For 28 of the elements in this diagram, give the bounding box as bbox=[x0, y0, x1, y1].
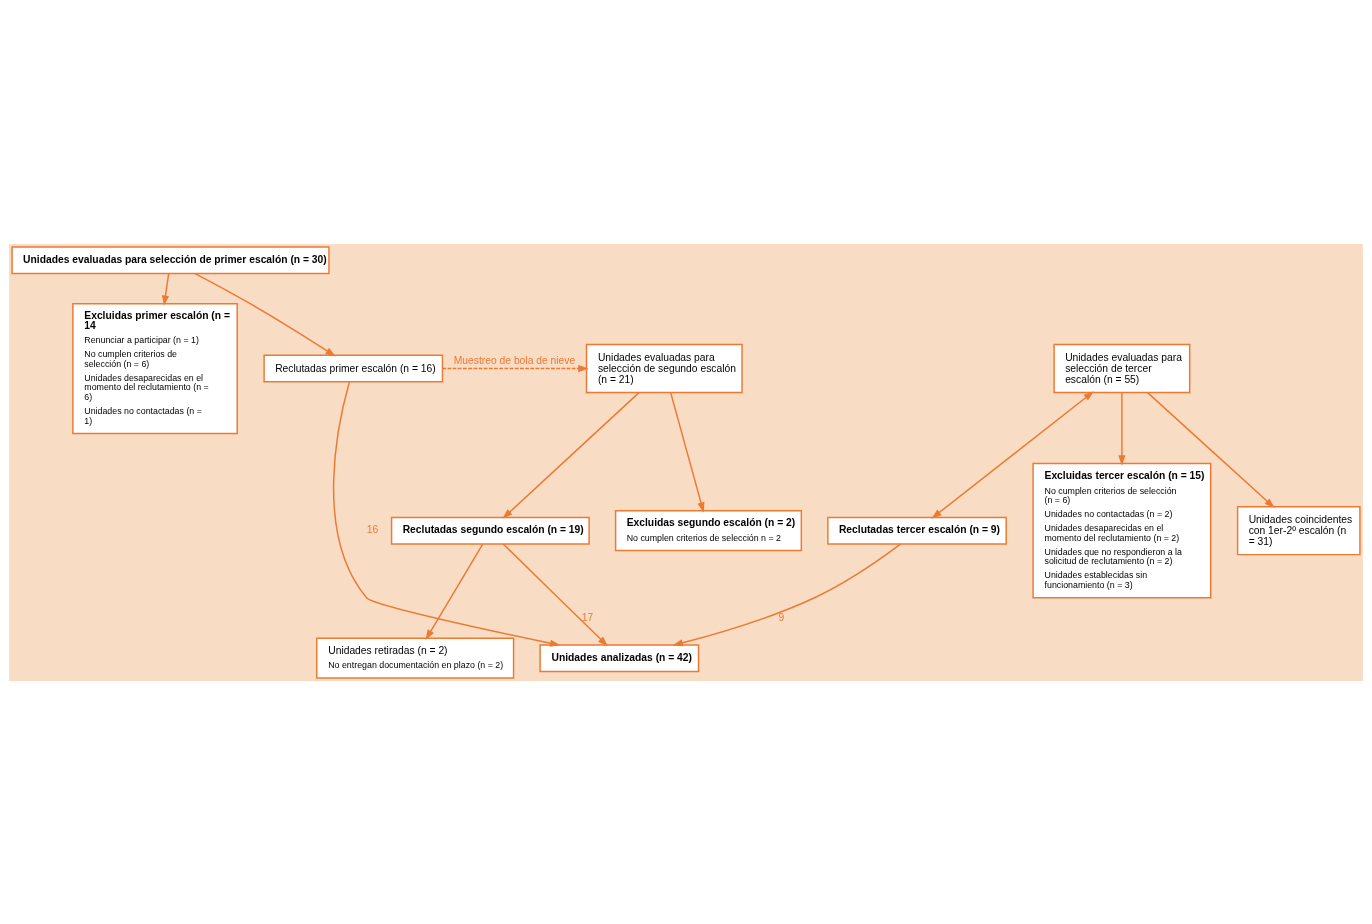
edge-label: 17 bbox=[581, 611, 594, 623]
arrow bbox=[194, 272, 336, 356]
node-box: Reclutadas tercer escalón (n = 9) bbox=[827, 516, 1007, 545]
node-box: Unidades evaluadas para selección de primer escalón (n = 30) bbox=[11, 245, 330, 274]
arrow bbox=[332, 380, 561, 647]
arrow bbox=[669, 391, 705, 513]
arrow bbox=[1146, 391, 1275, 508]
node-box: Reclutadas segundo escalón (n = 19) bbox=[390, 516, 590, 545]
node-box: Unidades evaluadas para selección de tercer escalón (n = 55) bbox=[1053, 343, 1191, 393]
edge-label: Muestreo de bola de nieve bbox=[453, 354, 576, 366]
arrow bbox=[672, 542, 902, 646]
arrow bbox=[425, 542, 484, 640]
arrow bbox=[502, 542, 608, 646]
arrow bbox=[161, 272, 170, 306]
node-box: Excluidas tercer escalón (n = 15) No cumplen criterios de selección (n = 6) Unidades no contactadas (n = 2) Unidades desaparecidas en el momento del reclutamiento (n = 2) Unidades que no respondieron a la solicitud de reclutamiento (n = 2) Unidades establecidas sin funcionamiento (n = 3) bbox=[1032, 462, 1212, 598]
node-box: Reclutadas primer escalón (n = 16) bbox=[263, 354, 444, 383]
node-box: Unidades evaluadas para selección de segundo escalón (n = 21) bbox=[585, 343, 743, 393]
arrow bbox=[502, 391, 640, 519]
node-box: Unidades coincidentes con 1er-2º escalón (n = 31) bbox=[1236, 505, 1361, 555]
edge-label: 16 bbox=[366, 523, 379, 535]
node-box: Excluidas segundo escalón (n = 2) No cumplen criterios de selección n = 2 bbox=[614, 509, 803, 551]
node-box: Excluidas primer escalón (n = 14 Renunciar a participar (n = 1) No cumplen criterios de selección (n = 6) Unidades desaparecidas en el momento del reclutamiento (n = 6) Unidades no contactadas (n = 1) bbox=[72, 302, 238, 434]
node-box: Unidades retiradas (n = 2) No entregan documentación en plazo (n = 2) bbox=[316, 637, 515, 679]
node-box: Unidades analizadas (n = 42) bbox=[539, 643, 700, 672]
arrow bbox=[441, 364, 589, 372]
edge-label: 9 bbox=[778, 611, 785, 623]
arrow bbox=[1118, 391, 1126, 466]
arrow bbox=[931, 390, 1094, 519]
